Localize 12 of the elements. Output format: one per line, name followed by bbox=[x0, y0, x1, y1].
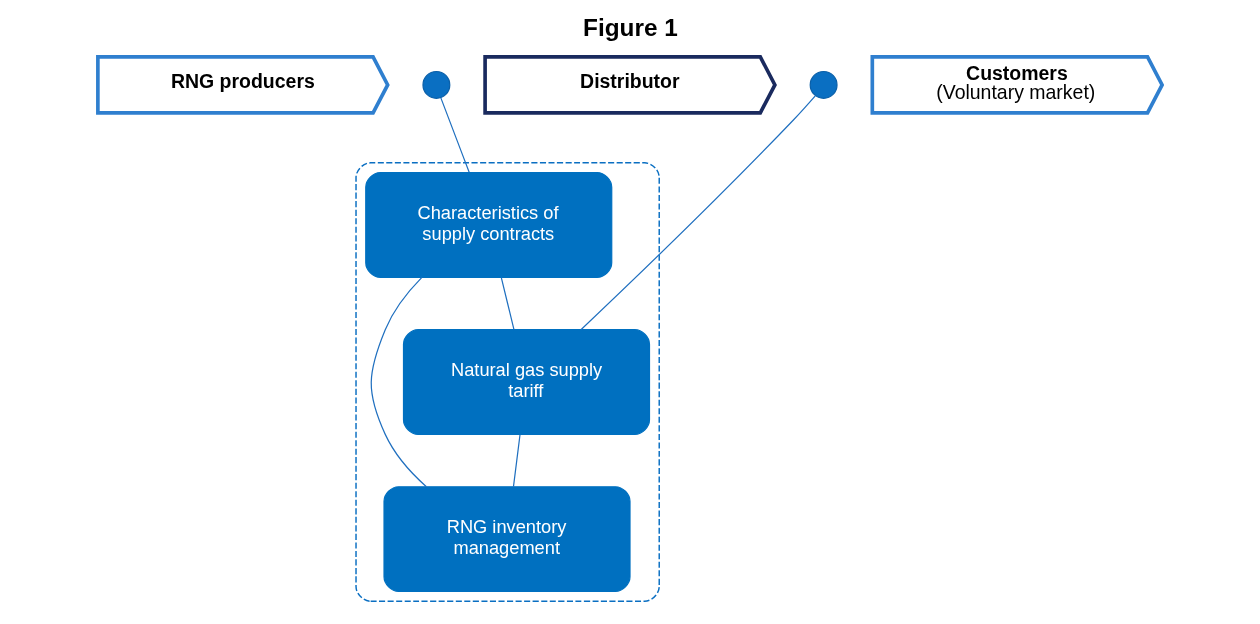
diagram-title: Figure 1 bbox=[583, 14, 678, 42]
node-box: RNG inventory management bbox=[383, 486, 631, 593]
node-circle bbox=[422, 70, 451, 99]
connector bbox=[500, 277, 515, 331]
cluster bbox=[355, 162, 660, 602]
connector bbox=[512, 434, 521, 488]
connector bbox=[370, 276, 427, 488]
connector bbox=[440, 97, 470, 173]
node-box: Characteristics of supply contracts bbox=[365, 171, 613, 278]
connector bbox=[580, 95, 816, 331]
node-box: Natural gas supply tariff bbox=[402, 329, 651, 435]
node-circle bbox=[809, 70, 838, 99]
